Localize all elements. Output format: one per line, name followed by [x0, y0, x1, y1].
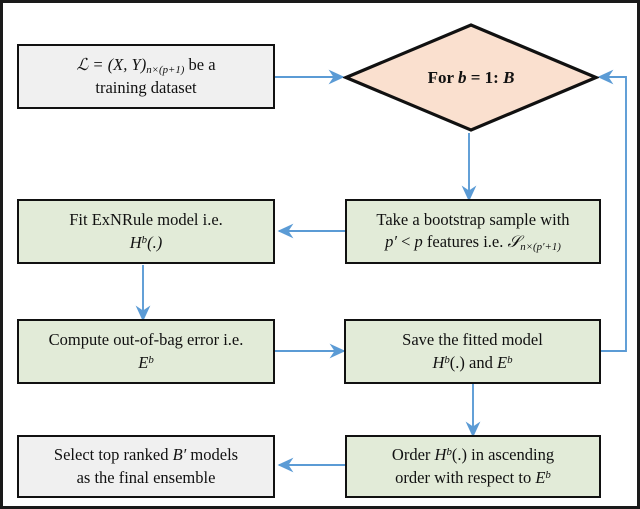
- node-oob-error[interactable]: Compute out-of-bag error i.e. Eb: [17, 319, 275, 384]
- node-training-dataset[interactable]: ℒ = (X, Y)n×(p+1) be a training dataset: [17, 44, 275, 109]
- node-training-dataset-label: ℒ = (X, Y)n×(p+1) be a training dataset: [76, 54, 216, 98]
- node-fit-exnrule-label: Fit ExNRule model i.e. Hb(.): [69, 210, 223, 252]
- node-for-loop[interactable]: For b = 1: B: [343, 22, 599, 133]
- node-for-loop-label: For b = 1: B: [427, 67, 515, 87]
- node-final-ensemble-label: Select top ranked B′ models as the final…: [53, 445, 239, 487]
- node-oob-error-label: Compute out-of-bag error i.e. Eb: [48, 330, 244, 372]
- node-final-ensemble[interactable]: Select top ranked B′ models as the final…: [17, 435, 275, 498]
- node-fit-exnrule[interactable]: Fit ExNRule model i.e. Hb(.): [17, 199, 275, 264]
- node-order-models[interactable]: Order Hb(.) in ascending order with resp…: [345, 435, 601, 498]
- node-bootstrap-sample-label: Take a bootstrap sample with p′ < p feat…: [376, 209, 570, 253]
- node-order-models-label: Order Hb(.) in ascending order with resp…: [391, 445, 555, 487]
- node-save-model[interactable]: Save the fitted model Hb(.) and Eb: [344, 319, 601, 384]
- node-bootstrap-sample[interactable]: Take a bootstrap sample with p′ < p feat…: [345, 199, 601, 264]
- edge-save-to-loop: [597, 69, 627, 352]
- node-save-model-label: Save the fitted model Hb(.) and Eb: [402, 330, 543, 372]
- diamond-shape: [343, 23, 599, 132]
